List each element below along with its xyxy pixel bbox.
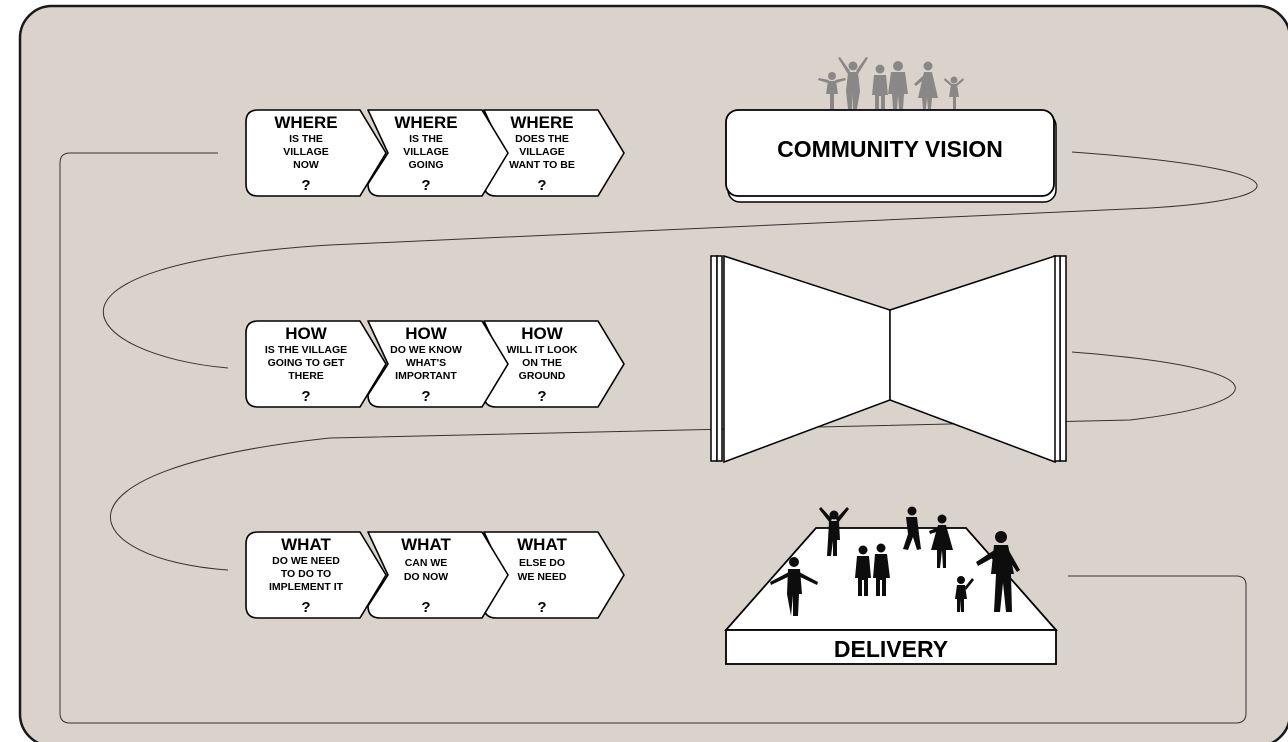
chevron-line: WE NEED	[517, 571, 566, 583]
chevron-question-mark: ?	[301, 388, 310, 405]
people-silhouette-icon	[770, 506, 1020, 616]
chevron-shape	[245, 531, 387, 619]
chevron-shape	[245, 109, 387, 197]
chevron-title: WHAT	[401, 535, 451, 554]
chevron-line: DO WE KNOW	[390, 344, 462, 356]
chevron-title: WHAT	[281, 535, 331, 554]
chevron-question-mark: ?	[301, 177, 310, 194]
flow-path-left-loop	[59, 152, 1247, 724]
chevron-what-3: WHAT ELSE DO WE NEED?	[483, 531, 625, 619]
community-vision-group: COMMUNITY VISION	[725, 57, 1057, 203]
chevron-question-mark: ?	[537, 177, 546, 194]
flow-path-top-return	[102, 151, 1258, 369]
platform-icon	[724, 527, 1058, 665]
chevron-line: GOING	[408, 159, 443, 171]
community-vision-label: COMMUNITY VISION	[777, 136, 1003, 162]
chevron-line: IMPLEMENT IT	[269, 581, 344, 593]
chevron-line: IS THE	[409, 133, 443, 145]
chevron-line: IS THE VILLAGE	[265, 344, 347, 356]
chevron-title: WHERE	[510, 113, 573, 132]
chevron-title: WHAT	[517, 535, 567, 554]
chevron-question-mark: ?	[301, 599, 310, 616]
chevron-title: HOW	[405, 324, 448, 343]
chevron-line: THERE	[288, 370, 324, 382]
chevron-line: DOES THE	[515, 133, 569, 145]
chevron-question-mark: ?	[537, 599, 546, 616]
chevron-line: WHAT'S	[406, 357, 446, 369]
chevron-line: DO NOW	[404, 571, 448, 583]
diagram-panel	[18, 4, 1288, 742]
chevron-question-mark: ?	[421, 599, 430, 616]
chevron-line: VILLAGE	[519, 146, 565, 158]
flow-path	[59, 151, 1258, 724]
people-silhouette-icon	[818, 57, 964, 109]
delivery-label: DELIVERY	[834, 636, 948, 662]
chevron-line: TO DO TO	[281, 568, 331, 580]
chevron-shape	[245, 320, 387, 408]
chevron-title: HOW	[521, 324, 564, 343]
chevron-question-mark: ?	[421, 388, 430, 405]
vision-box	[725, 109, 1055, 197]
chevron-title: HOW	[285, 324, 328, 343]
chevron-line: VILLAGE	[283, 146, 329, 158]
chevron-line: WANT TO BE	[509, 159, 575, 171]
chevron-line: GROUND	[519, 370, 566, 382]
chevron-question-mark: ?	[421, 177, 430, 194]
flow-path-middle-return	[110, 351, 1236, 571]
chevron-line: WILL IT LOOK	[507, 344, 578, 356]
chevron-line: IS THE	[289, 133, 323, 145]
chevron-line: IMPORTANT	[395, 370, 457, 382]
chevron-line: GOING TO GET	[268, 357, 345, 369]
chevron-what-2: WHAT CAN WE DO NOW?	[367, 531, 509, 619]
chevron-line: DO WE NEED	[272, 555, 340, 567]
chevron-title: WHERE	[394, 113, 457, 132]
chevron-line: NOW	[293, 159, 319, 171]
delivery-group: DELIVERY	[724, 506, 1058, 665]
chevron-line: VILLAGE	[403, 146, 449, 158]
chevron-line: ON THE	[522, 357, 562, 369]
open-book-icon	[710, 254, 1067, 464]
chevron-title: WHERE	[274, 113, 337, 132]
chevron-line: CAN WE	[405, 557, 448, 569]
chevron-question-mark: ?	[537, 388, 546, 405]
chevron-line: ELSE DO	[519, 557, 565, 569]
